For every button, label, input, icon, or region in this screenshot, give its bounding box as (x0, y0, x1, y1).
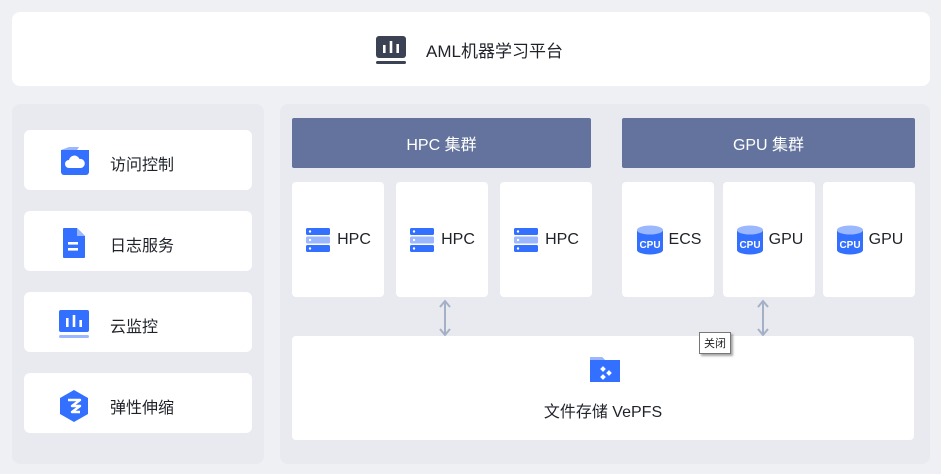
cpu-icon-text: CPU (839, 240, 860, 251)
hpc-node[interactable]: HPC (396, 182, 488, 297)
architecture-panel: HPC 集群 HPC HPC (280, 104, 930, 464)
cpu-cylinder-icon: CPU (835, 224, 865, 256)
service-label: 云监控 (110, 319, 159, 336)
service-card-access-control[interactable]: 访问控制 (24, 130, 252, 190)
service-card-cloud-monitor[interactable]: 云监控 (24, 292, 252, 352)
hpc-node[interactable]: HPC (500, 182, 592, 297)
hpc-node-label: HPC (441, 230, 475, 248)
gpu-node[interactable]: CPU GPU (823, 182, 915, 297)
cpu-icon-text: CPU (639, 240, 660, 251)
gpu-cluster-header: GPU 集群 (622, 118, 915, 168)
hpc-storage-connector (439, 299, 451, 342)
hpc-node-label: HPC (337, 230, 371, 248)
server-rack-icon (409, 227, 435, 253)
file-storage-icon (588, 352, 622, 389)
service-label: 弹性伸缩 (110, 400, 175, 417)
hexagon-scaling-icon (58, 389, 88, 422)
service-label: 日志服务 (110, 238, 175, 255)
storage-label: 文件存储 VePFS (543, 404, 663, 421)
gpu-node-label: GPU (868, 230, 904, 248)
vepfs-storage-card[interactable]: 文件存储 VePFS (292, 336, 914, 440)
platform-header: AML机器学习平台 (12, 12, 930, 86)
gpu-node-label: ECS (668, 230, 702, 248)
cloud-icon (58, 146, 89, 176)
close-tooltip: 关闭 (699, 332, 731, 354)
cpu-cylinder-icon: CPU (635, 224, 665, 256)
monitor-chart-icon (58, 308, 89, 338)
hpc-cluster-header: HPC 集群 (292, 118, 591, 168)
cpu-cylinder-icon: CPU (735, 224, 765, 256)
gpu-node-label: GPU (768, 230, 804, 248)
cpu-icon-text: CPU (739, 240, 760, 251)
hpc-node-label: HPC (545, 230, 579, 248)
platform-title: AML机器学习平台 (426, 42, 563, 61)
gpu-storage-connector (757, 299, 769, 342)
gpu-node[interactable]: CPU GPU (723, 182, 815, 297)
hpc-node[interactable]: HPC (292, 182, 384, 297)
gpu-node[interactable]: CPU ECS (622, 182, 714, 297)
chart-bar-icon (375, 34, 407, 71)
server-rack-icon (305, 227, 331, 253)
service-card-auto-scaling[interactable]: 弹性伸缩 (24, 373, 252, 433)
service-label: 访问控制 (110, 157, 175, 174)
services-panel: 访问控制 日志服务 云监控 (12, 104, 264, 464)
document-icon (58, 227, 88, 258)
server-rack-icon (513, 227, 539, 253)
service-card-log-service[interactable]: 日志服务 (24, 211, 252, 271)
